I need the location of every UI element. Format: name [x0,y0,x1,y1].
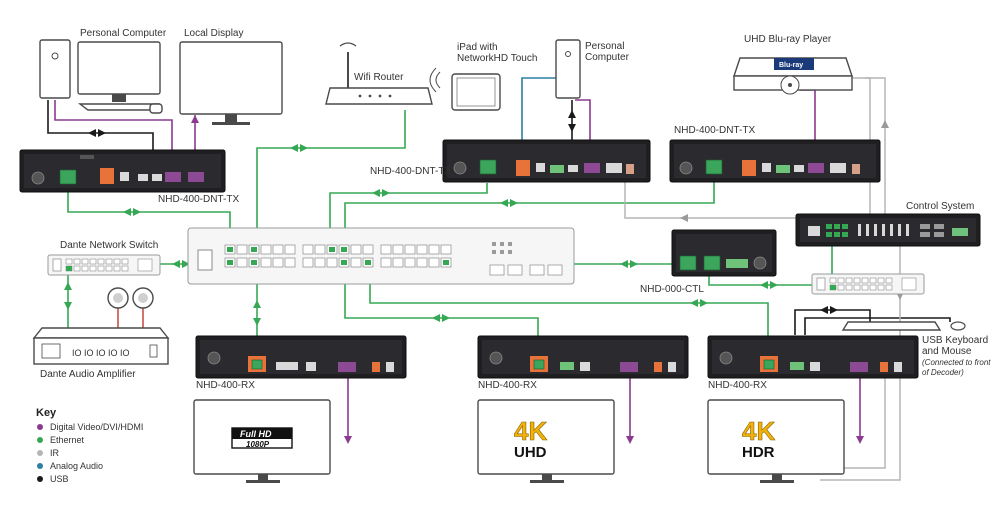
decoder-rx-2 [477,335,689,379]
nhd-ctl [671,229,777,277]
svg-text:IO IO IO IO IO: IO IO IO IO IO [72,348,130,358]
legend-swatch [37,476,43,482]
wire-ir-rx3-b [820,370,901,481]
wire-tx3-switch [344,182,715,245]
encoder-tx-3 [669,139,881,183]
label-personal-computer-2a: Personal [585,41,624,52]
label-ctl: NHD-000-CTL [640,284,704,295]
label-rx-1: NHD-400-RX [196,380,255,391]
display-full-hd [193,399,331,483]
screen-1-text-1: Full HD [240,429,272,439]
legend-item-label: Ethernet [50,435,85,445]
legend-item-label: Digital Video/DVI/HDMI [50,422,143,432]
label-usb-kbd-2: and Mouse [922,346,972,357]
label-personal-computer-1: Personal Computer [80,28,167,39]
ipad [429,67,501,111]
legend-item-label: USB [50,474,69,484]
legend-swatch [37,424,43,430]
decoder-rx-3 [707,335,919,379]
control-system [795,213,981,247]
label-rx-3: NHD-400-RX [708,380,767,391]
wire-router-switch [256,110,406,245]
legend-swatch [37,463,43,469]
svg-text:Blu-ray: Blu-ray [779,62,803,69]
label-personal-computer-2b: Computer [585,52,630,63]
screen-3-big: 4K [742,416,775,446]
wifi-router [325,42,433,105]
usb-arrows [88,110,838,314]
label-tx-3: NHD-400-DNT-TX [674,125,755,136]
local-display [179,41,283,125]
wire-analog-audio [521,77,560,168]
ethernet-arrows [64,144,778,326]
label-rx-2: NHD-400-RX [478,380,537,391]
display-4k-uhd [477,399,615,483]
legend-swatch [37,437,43,443]
uhd-bluray-player: Blu-ray [733,57,853,95]
legend-item-label: IR [50,448,60,458]
legend-item-label: Analog Audio [50,461,103,471]
wire-ir-bluray [845,77,886,222]
label-tx-1: NHD-400-DNT-TX [158,194,239,205]
screen-1-text-2: 1080P [246,440,270,449]
label-wifi-router: Wifi Router [354,72,404,83]
label-ipad-2: NetworkHD Touch [457,53,537,64]
decoder-rx-1 [195,335,407,379]
network-switch [187,227,575,285]
label-dante-amp: Dante Audio Amplifier [40,369,136,380]
personal-computer-1 [39,39,163,114]
dante-audio-amplifier: IO IO IO IO IO [32,327,170,365]
screen-2-small: UHD [514,444,547,461]
label-uhd-bluray: UHD Blu-ray Player [744,34,832,45]
wire-usb-rx3-mouse [804,317,951,335]
display-4k-hdr [707,399,845,483]
label-dante-switch: Dante Network Switch [60,240,158,251]
wire-pc-tx1 [54,100,173,172]
legend-swatch [37,450,43,456]
legend-title: Key [36,407,57,419]
encoder-tx-2 [442,139,651,183]
label-usb-kbd-note-1: (Connected to front [922,358,991,367]
screen-2-big: 4K [514,416,547,446]
label-control-system: Control System [906,201,974,212]
dante-network-switch [47,254,161,276]
personal-computer-2 [555,39,581,99]
label-ipad-1: iPad with [457,42,498,53]
wire-tx2-switch [329,183,488,245]
label-local-display: Local Display [184,28,243,39]
screen-3-small: HDR [742,444,775,461]
wire-switch-rx3 [369,270,769,358]
label-usb-kbd-1: USB Keyboard [922,335,988,346]
label-usb-kbd-note-2: of Decoder) [922,368,964,377]
speakers [107,287,154,309]
usb-keyboard-mouse [841,321,966,331]
encoder-tx-1 [19,149,226,193]
control-network-switch [811,273,925,295]
label-tx-2: NHD-400-DNT-TX [370,166,451,177]
